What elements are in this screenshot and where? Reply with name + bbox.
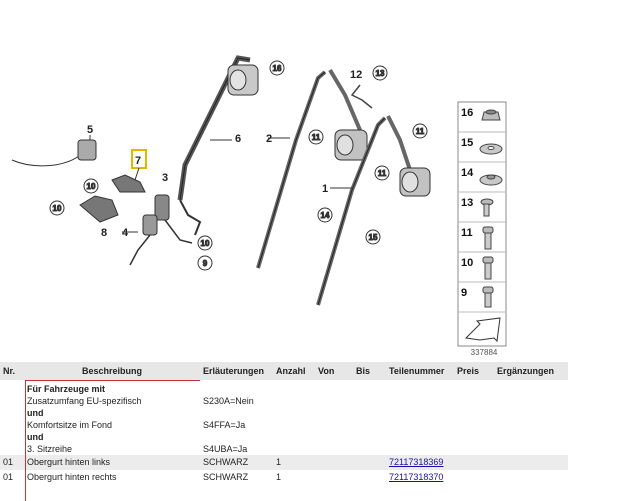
condition-code: S4UBA=Ja (203, 444, 248, 454)
parts-table: Nr. Beschreibung Erläuterungen Anzahl Vo… (0, 362, 568, 485)
condition-code: S230A=Nein (203, 396, 254, 406)
header-von: Von (315, 362, 353, 380)
header-nr: Nr. (0, 362, 24, 380)
legend-14: 14 (461, 167, 474, 179)
callout-3: 3 (162, 172, 168, 184)
buckle-part-3 (154, 194, 193, 244)
callout-8: 8 (101, 227, 107, 239)
legend-10: 10 (461, 257, 473, 269)
condition-row: Für Fahrzeuge mit Zusatzumfang EU-spezif… (0, 380, 568, 455)
row-nr: 01 (0, 455, 24, 470)
condition-text: Komfortsitze im Fond (27, 420, 113, 430)
row-nr: 01 (3, 472, 14, 482)
buckle-part-7 (111, 174, 146, 193)
header-teilenummer: Teilenummer (386, 362, 454, 380)
table-row[interactable]: 01 Obergurt hinten rechts SCHWARZ 1 7211… (0, 470, 568, 485)
legend-13: 13 (461, 197, 473, 209)
image-id: 337884 (471, 348, 498, 357)
clip-part-12 (350, 84, 373, 109)
seat-belt-upper-part (177, 55, 259, 236)
header-bis: Bis (353, 362, 386, 380)
condition-code: S4FFA=Ja (203, 420, 246, 430)
part-number-link[interactable]: 72117318370 (389, 472, 444, 482)
table-row[interactable]: 01 Obergurt hinten links SCHWARZ 1 72117… (0, 455, 568, 470)
callout-4: 4 (122, 227, 129, 239)
callout-7[interactable]: 7 (135, 155, 141, 167)
circled-10b: 10 (53, 204, 62, 213)
seat-belt-right (316, 115, 431, 306)
circled-10a: 10 (87, 182, 96, 191)
circled-11a: 11 (312, 133, 321, 142)
condition-text: und (27, 408, 44, 418)
buckle-part-4 (129, 214, 158, 266)
seat-belt-middle-left (256, 68, 368, 269)
header-preis: Preis (454, 362, 494, 380)
circled-9: 9 (203, 259, 208, 268)
arrow-icon (464, 317, 501, 343)
part-number-link[interactable]: 72117318369 (389, 457, 444, 467)
circled-15: 15 (369, 233, 378, 242)
circled-10c: 10 (201, 239, 210, 248)
legend-16: 16 (461, 107, 473, 119)
callout-12: 12 (350, 69, 362, 81)
header-erlaeuterungen: Erläuterungen (200, 362, 273, 380)
callout-6: 6 (235, 133, 241, 145)
condition-text: Zusatzumfang EU-spezifisch (27, 396, 142, 406)
circled-16: 16 (273, 64, 282, 73)
row-erlaeuterungen: SCHWARZ (203, 472, 249, 482)
condition-code (203, 407, 270, 419)
header-anzahl: Anzahl (273, 362, 315, 380)
callout-7-highlighted[interactable]: 7 (131, 149, 147, 181)
row-erlaeuterungen: SCHWARZ (200, 455, 273, 470)
circled-11b: 11 (416, 127, 425, 136)
header-ergaenzungen: Ergänzungen (494, 362, 568, 380)
legend-11: 11 (461, 227, 473, 239)
buckle-with-cable (11, 135, 97, 167)
condition-text: Für Fahrzeuge mit (27, 384, 106, 394)
small-parts-legend: 16 15 14 13 11 10 9 (457, 101, 507, 347)
callout-labels: 5 3 4 8 6 2 1 12 (87, 69, 362, 239)
legend-15: 15 (461, 137, 473, 149)
callout-1: 1 (322, 183, 328, 195)
parts-diagram: 5 3 4 8 6 2 1 12 7 16 13 11 11 11 14 15 … (11, 55, 507, 357)
row-anzahl: 1 (273, 455, 315, 470)
callout-5: 5 (87, 124, 93, 136)
circled-14: 14 (321, 211, 330, 220)
header-beschreibung: Beschreibung (24, 362, 200, 380)
row-beschreibung: Obergurt hinten rechts (27, 472, 117, 482)
row-beschreibung: Obergurt hinten links (24, 455, 200, 470)
table-header-row: Nr. Beschreibung Erläuterungen Anzahl Vo… (0, 362, 568, 380)
condition-text: und (27, 432, 44, 442)
condition-text: 3. Sitzreihe (27, 444, 73, 454)
row-anzahl: 1 (276, 472, 282, 482)
condition-code (203, 431, 270, 443)
circled-11c: 11 (378, 169, 387, 178)
legend-9: 9 (461, 287, 467, 299)
callout-2: 2 (266, 133, 272, 145)
circled-callouts: 16 13 11 11 11 14 15 10 10 10 9 (49, 60, 428, 271)
condition-code (203, 383, 270, 395)
circled-13: 13 (376, 69, 385, 78)
buckle-part-8 (79, 195, 119, 223)
